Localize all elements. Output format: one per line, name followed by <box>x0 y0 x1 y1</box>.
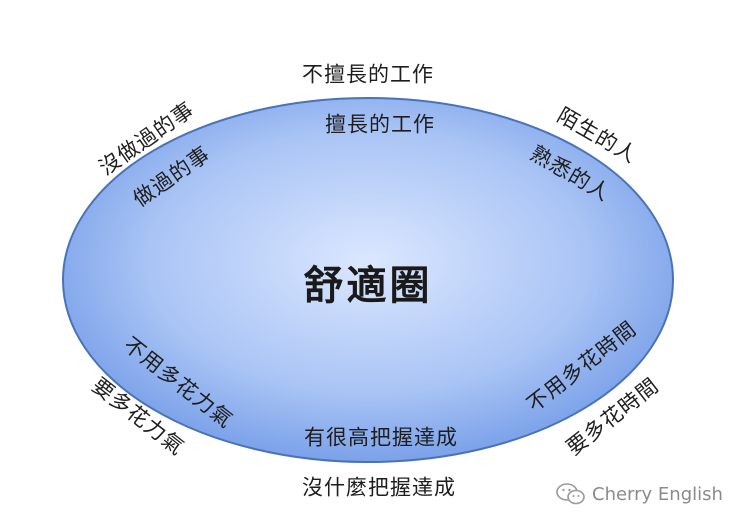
wechat-icon <box>556 482 586 506</box>
center-title: 舒適圈 <box>303 263 433 309</box>
inner-label-skilled-work: 擅長的工作 <box>325 112 435 137</box>
watermark: Cherry English <box>556 482 723 506</box>
comfort-zone-ellipse <box>62 97 674 463</box>
outer-label-low-confidence: 沒什麼把握達成 <box>302 475 456 500</box>
watermark-text: Cherry English <box>592 483 723 505</box>
outer-label-unskilled-work: 不擅長的工作 <box>302 62 434 87</box>
inner-label-high-confidence: 有很高把握達成 <box>304 425 458 450</box>
